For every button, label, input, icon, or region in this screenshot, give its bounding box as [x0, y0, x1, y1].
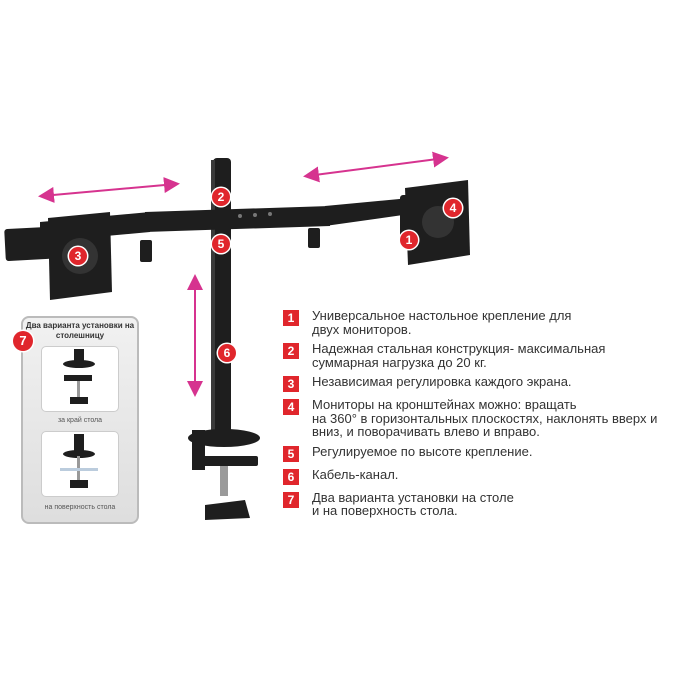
inset-title: Два варианта установки на столешницу [25, 321, 135, 340]
feature-item: 3 Независимая регулировка каждого экрана. [283, 375, 685, 392]
feature-item: 4 Мониторы на кронштейнах можно: вращать … [283, 398, 685, 439]
feature-number: 7 [283, 491, 299, 508]
clamp-edge-image [41, 346, 119, 412]
mount-body [4, 158, 470, 520]
callout-badge-2: 2 [212, 188, 230, 206]
feature-number: 3 [283, 376, 299, 392]
feature-number: 5 [283, 445, 299, 462]
feature-text: Мониторы на кронштейнах можно: вращать н… [312, 397, 658, 439]
feature-item: 7 Два варианта установки на столе и на по… [283, 489, 685, 518]
feature-item: 1 Универсальное настольное крепление для … [283, 309, 685, 336]
feature-text: Кабель-канал. [312, 466, 399, 482]
feature-number: 4 [283, 399, 299, 415]
callout-badge-5: 5 [212, 235, 230, 253]
grommet-surface-image [41, 431, 119, 497]
pole-holes [238, 212, 272, 218]
callout-badge-3: 3 [69, 247, 87, 265]
feature-item: 6 Кабель-канал. [283, 466, 685, 485]
feature-item: 5 Регулируемое по высоте крепление. [283, 443, 685, 462]
caption-surface-mount: на поверхность стола [44, 504, 116, 511]
callout-badge-6: 6 [218, 344, 236, 362]
feature-number: 2 [283, 343, 299, 359]
callout-badge-4: 4 [444, 199, 462, 217]
feature-item: 2 Надежная стальная конструкция- максимал… [283, 342, 685, 369]
adjust-arrows [38, 151, 449, 397]
feature-number: 6 [283, 468, 299, 485]
feature-number: 1 [283, 310, 299, 326]
feature-text: Два варианта установки на столе и на пов… [312, 489, 514, 518]
feature-text: Универсальное настольное крепление для д… [312, 308, 572, 337]
callout-badge-1: 1 [400, 231, 418, 249]
installation-options-panel: Два варианта установки на столешницу за … [21, 316, 139, 524]
callout-badge-7: 7 [13, 331, 33, 351]
caption-edge-mount: за край стола [57, 417, 103, 424]
feature-text: Независимая регулировка каждого экрана. [312, 374, 572, 389]
feature-text: Регулируемое по высоте крепление. [312, 443, 533, 459]
feature-list: 1 Универсальное настольное крепление для … [283, 309, 685, 524]
feature-text: Надежная стальная конструкция- максималь… [312, 341, 606, 370]
